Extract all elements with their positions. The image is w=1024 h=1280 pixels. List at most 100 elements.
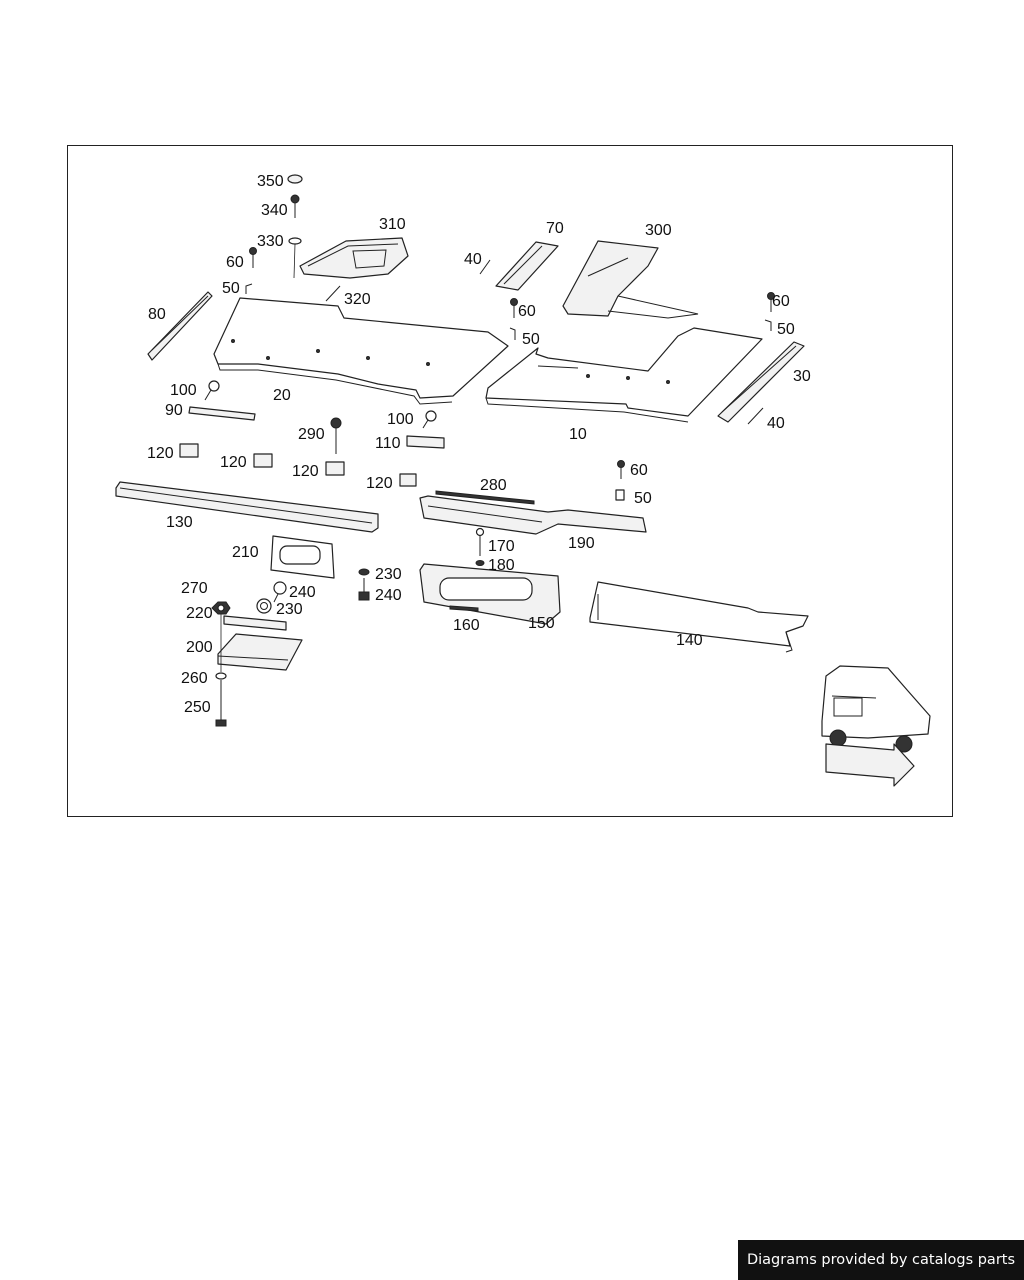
part-120-block-1 [179, 443, 199, 458]
part-140-panel [589, 581, 809, 653]
label-120-3: 120 [292, 463, 319, 480]
part-210-plate [270, 535, 335, 579]
label-80: 80 [148, 306, 166, 323]
label-60-lower: 60 [630, 462, 648, 479]
label-240-right: 240 [375, 587, 402, 604]
part-120-block-2 [253, 453, 273, 468]
part-60-screw-lower [617, 460, 625, 479]
part-160-pin [449, 605, 479, 612]
part-350-cap [287, 174, 303, 184]
part-260-washer [215, 672, 227, 680]
part-220-strip [223, 615, 287, 631]
part-60-screw-center [510, 298, 518, 318]
part-70-rail [495, 241, 559, 291]
part-50-clip [245, 283, 253, 294]
part-120-block-4 [399, 473, 417, 487]
label-110: 110 [375, 435, 401, 452]
label-300: 300 [645, 222, 672, 239]
callout-labels: 350 340 330 310 70 300 40 60 50 320 80 6… [147, 173, 811, 716]
label-40-right: 40 [767, 415, 785, 432]
label-200: 200 [186, 639, 213, 656]
part-330-washer [288, 237, 302, 245]
exploded-parts-diagram: 350 340 330 310 70 300 40 60 50 320 80 6… [115, 173, 931, 787]
label-320: 320 [344, 291, 371, 308]
credit-badge: Diagrams provided by catalogs parts [738, 1240, 1024, 1280]
part-340-screw [290, 194, 300, 218]
part-240-bolt [358, 578, 370, 601]
part-150-cover [419, 563, 561, 625]
part-80-rail [147, 291, 213, 361]
part-20-floor-panel [213, 297, 509, 405]
label-50-lower: 50 [634, 490, 652, 507]
part-40-rod-right [747, 407, 764, 425]
parts-diagram-frame: 350 340 330 310 70 300 40 60 50 320 80 6… [67, 145, 953, 817]
part-100-bolt [204, 380, 220, 401]
label-250: 250 [184, 699, 211, 716]
label-190: 190 [568, 535, 595, 552]
label-330: 330 [257, 233, 284, 250]
label-50-right: 50 [777, 321, 795, 338]
part-50-clip-right [764, 319, 772, 331]
label-40-top: 40 [464, 251, 482, 268]
label-100-left: 100 [170, 382, 197, 399]
label-280: 280 [480, 477, 507, 494]
label-130: 130 [166, 514, 193, 531]
part-100-bolt-center [422, 410, 437, 429]
part-230-washer-center [256, 598, 272, 614]
label-160: 160 [453, 617, 480, 634]
label-310: 310 [379, 216, 406, 233]
part-130-long-rail [115, 481, 379, 533]
part-60-screw-right [767, 292, 775, 312]
label-10: 10 [569, 426, 587, 443]
label-60-right: 60 [772, 293, 790, 310]
label-260: 260 [181, 670, 208, 687]
part-190-trim [419, 495, 647, 535]
label-340: 340 [261, 202, 288, 219]
label-120-1: 120 [147, 445, 174, 462]
part-50-clip-lower [615, 489, 625, 501]
label-30: 30 [793, 368, 811, 385]
label-170: 170 [488, 538, 515, 555]
part-200-tray [217, 633, 303, 671]
label-70: 70 [546, 220, 564, 237]
part-300-tray [562, 240, 699, 319]
label-140: 140 [676, 632, 703, 649]
part-170-bolt [475, 527, 485, 556]
label-210: 210 [232, 544, 259, 561]
part-250-bolt [215, 680, 227, 727]
direction-arrow-icon [825, 743, 915, 787]
label-180: 180 [488, 557, 515, 574]
label-120-2: 120 [220, 454, 247, 471]
label-90: 90 [165, 402, 183, 419]
part-320-strip [325, 285, 341, 302]
label-240-center: 240 [289, 584, 316, 601]
label-350: 350 [257, 173, 284, 190]
part-290-bolt [330, 417, 342, 454]
part-310-tray [299, 237, 409, 279]
label-270: 270 [181, 580, 208, 597]
part-180-washer [475, 560, 485, 566]
label-120-4: 120 [366, 475, 393, 492]
part-270-nut [211, 601, 231, 615]
label-150: 150 [528, 615, 555, 632]
label-50-top-left: 50 [222, 280, 240, 297]
label-50-center: 50 [522, 331, 540, 348]
label-60-center: 60 [518, 303, 536, 320]
part-30-rail [717, 341, 805, 423]
part-120-block-3 [325, 461, 345, 476]
part-60-screw [249, 247, 257, 268]
van-thumbnail-icon [821, 665, 931, 753]
part-90-bar [188, 406, 256, 421]
part-50-clip-center [509, 327, 516, 340]
part-10-floor-panel [485, 327, 763, 423]
label-220: 220 [186, 605, 213, 622]
label-100-center: 100 [387, 411, 414, 428]
part-40-rod [479, 259, 491, 275]
label-230-center: 230 [276, 601, 303, 618]
part-280-strip [435, 490, 535, 505]
label-290: 290 [298, 426, 325, 443]
part-110-block [406, 435, 445, 449]
label-230-right: 230 [375, 566, 402, 583]
label-60-top-left: 60 [226, 254, 244, 271]
part-230-washer [358, 568, 370, 576]
